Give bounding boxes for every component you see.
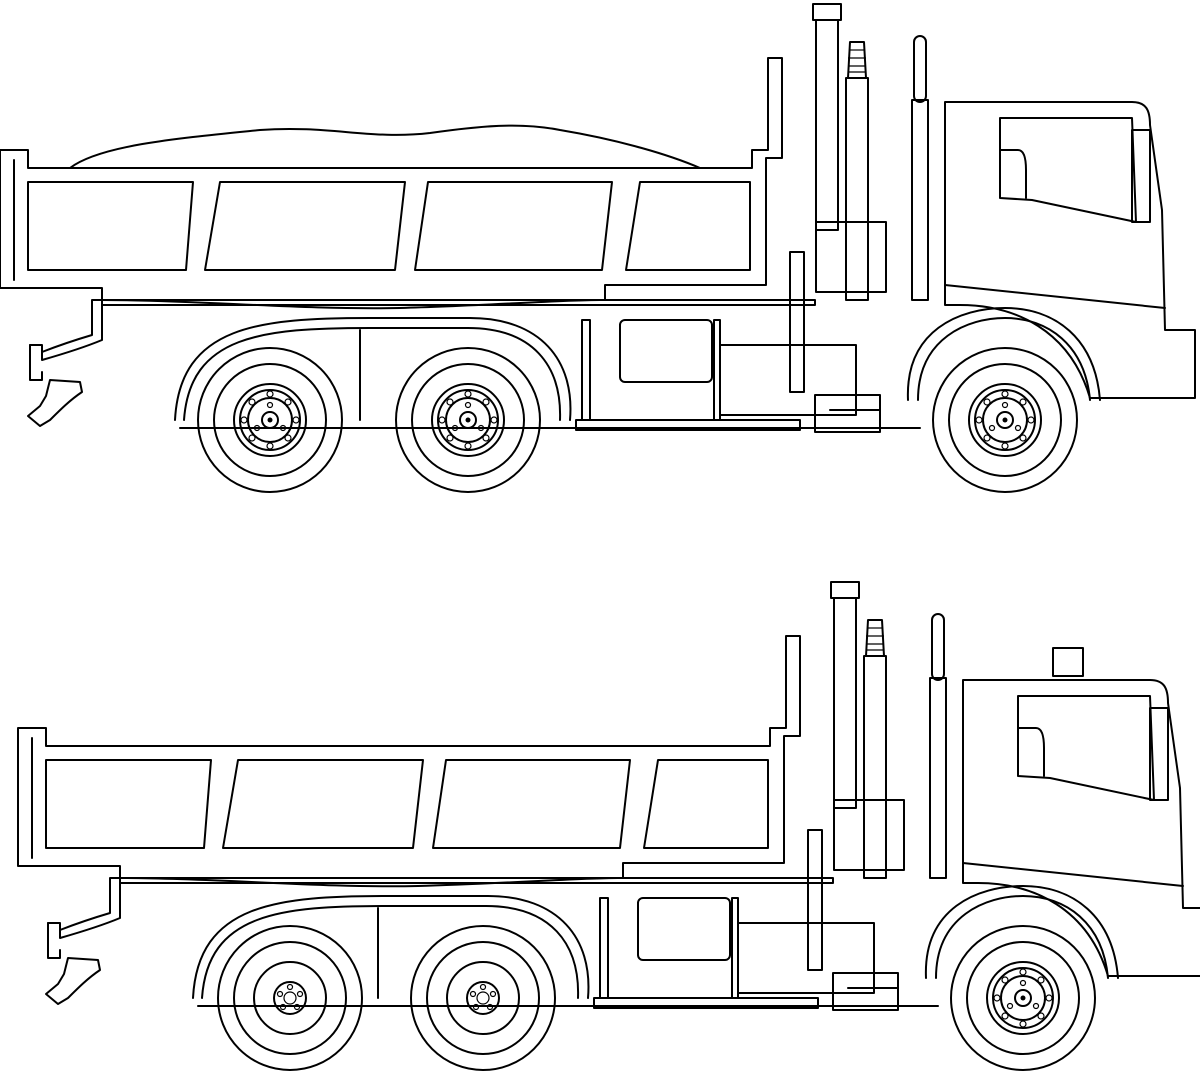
rear-wheel-1 <box>217 925 363 1071</box>
rear-wheel-2 <box>410 925 556 1071</box>
truck-body-empty <box>17 581 1200 1011</box>
truck-view-empty <box>17 581 1200 1071</box>
truck-view-loaded <box>0 3 1196 493</box>
load-heap <box>69 124 701 169</box>
front-wheel <box>950 925 1096 1071</box>
rear-wheel-2 <box>395 347 541 493</box>
rear-wheel-1 <box>197 347 343 493</box>
truck-body-loaded <box>0 3 1196 433</box>
front-wheel <box>932 347 1078 493</box>
beacon-light <box>1052 647 1084 677</box>
